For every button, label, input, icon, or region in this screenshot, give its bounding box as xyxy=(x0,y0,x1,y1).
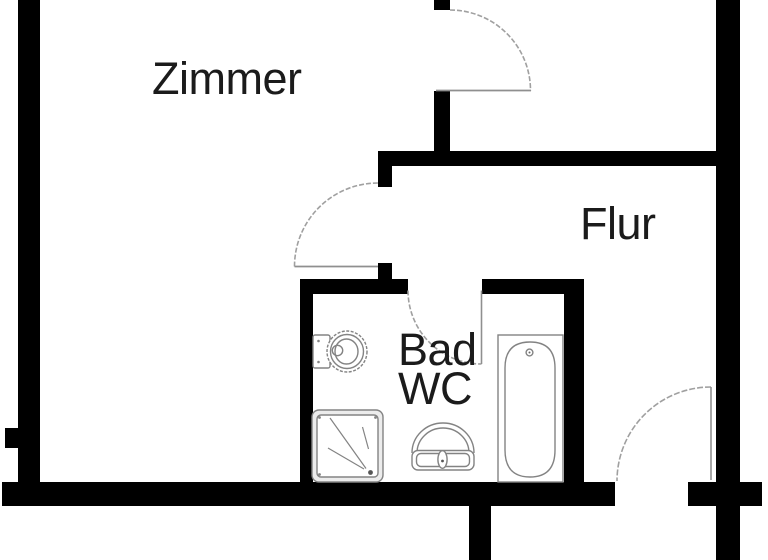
toilet-tank-bolt xyxy=(317,360,320,364)
toilet-bowl-outer xyxy=(326,330,368,373)
door-swing-arc xyxy=(449,9,532,91)
basin-drain-dot xyxy=(441,459,444,463)
door-zimmer-top xyxy=(436,9,532,92)
shower-icon xyxy=(311,409,384,483)
toilet-bowl-inner xyxy=(334,338,359,365)
washbasin-icon xyxy=(411,422,475,471)
wall-bath-top-left xyxy=(300,279,408,294)
wall-outer-left xyxy=(18,0,40,482)
door-flur-bottom xyxy=(616,386,712,482)
bathtub-basin xyxy=(504,341,556,478)
shower-spray-line xyxy=(329,417,367,469)
bathtub-frame xyxy=(497,334,564,483)
wall-mid-door-jamb xyxy=(378,263,392,280)
wall-bath-left xyxy=(300,294,313,482)
shower-drain-dot xyxy=(368,470,373,475)
bad-label-line: Bad xyxy=(398,324,477,375)
wall-zimmer-flur-divider xyxy=(378,151,716,166)
room-label-flur: Flur xyxy=(580,198,656,249)
wall-divider-stub-down xyxy=(378,151,392,187)
door-swing-arc xyxy=(407,290,482,365)
basin-bowl-outer xyxy=(411,422,475,454)
wall-bath-top-right xyxy=(482,279,584,294)
door-zimmer-corridor xyxy=(293,182,379,268)
shower-corner-dot xyxy=(318,473,321,476)
wall-top-door-jamb-upper xyxy=(434,0,450,10)
toilet-flush xyxy=(331,344,344,357)
toilet-bowl-rim xyxy=(329,333,365,370)
wall-bottom-lower-stub xyxy=(469,506,491,560)
wall-left-tab xyxy=(5,428,18,448)
door-swing-arc xyxy=(616,386,712,482)
shower-spray-line xyxy=(327,447,365,470)
room-label-zimmer: Zimmer xyxy=(152,53,302,104)
door-bad-wc xyxy=(407,290,483,365)
door-swing-arc xyxy=(293,182,379,267)
wc-label-line: WC xyxy=(398,363,472,414)
basin-faucet xyxy=(437,450,448,470)
wall-top-door-jamb-lower xyxy=(434,91,450,152)
shower-tray-inner xyxy=(316,414,379,478)
wall-bath-right xyxy=(564,294,584,482)
room-label-bad-wc: Bad WC xyxy=(398,324,477,414)
toilet-icon xyxy=(312,330,368,373)
bathtub-drain xyxy=(525,348,534,357)
toilet-tank-bolt xyxy=(317,339,320,343)
shower-spray-line xyxy=(361,426,370,450)
basin-bowl-inner xyxy=(416,427,470,454)
bathtub-icon xyxy=(497,334,564,483)
shower-corner-dot xyxy=(318,416,321,419)
wall-outer-bottom xyxy=(2,482,615,506)
shower-corner-dot xyxy=(374,416,377,419)
bathtub-drain-dot xyxy=(528,351,531,354)
wall-outer-right xyxy=(716,0,740,560)
